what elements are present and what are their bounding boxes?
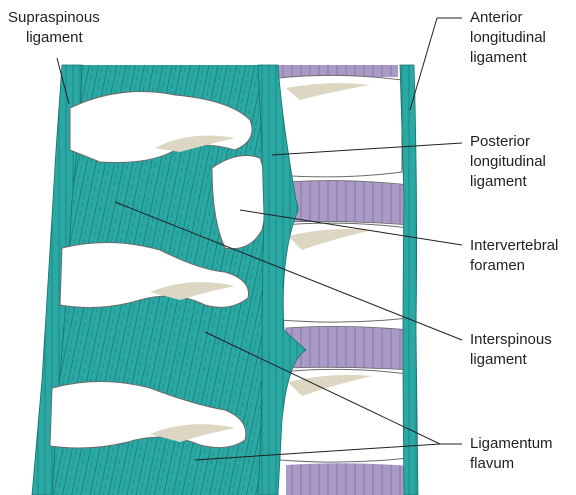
label-supraspinous-ligament: Supraspinous ligament (8, 8, 100, 48)
label-intervertebral-foramen: Intervertebral foramen (470, 236, 558, 276)
vertebral-column (278, 65, 410, 495)
label-interspinous-ligament: Interspinous ligament (470, 330, 552, 370)
disc-2 (286, 181, 410, 225)
label-interspinous-line1: Interspinous (470, 330, 552, 350)
label-ligamentum-flavum: Ligamentum flavum (470, 434, 553, 474)
label-posterior-longitudinal-ligament: Posterior longitudinal ligament (470, 132, 546, 192)
label-anterior-longitudinal-ligament: Anterior longitudinal ligament (470, 8, 546, 68)
disc-bottom (286, 463, 410, 495)
label-foramen-line1: Intervertebral (470, 236, 558, 256)
label-anterior-line2: longitudinal (470, 28, 546, 48)
leader-anterior-longitudinal-2 (410, 18, 437, 110)
label-interspinous-line2: ligament (470, 350, 552, 370)
label-supraspinous-line2: ligament (8, 28, 100, 48)
label-anterior-line1: Anterior (470, 8, 546, 28)
disc-3 (286, 326, 410, 370)
label-flavum-line1: Ligamentum (470, 434, 553, 454)
label-flavum-line2: flavum (470, 454, 553, 474)
label-supraspinous-line1: Supraspinous (8, 8, 100, 28)
label-posterior-line1: Posterior (470, 132, 546, 152)
label-anterior-line3: ligament (470, 48, 546, 68)
label-posterior-line2: longitudinal (470, 152, 546, 172)
pedicle-foramen-region (212, 156, 267, 249)
label-foramen-line2: foramen (470, 256, 558, 276)
label-posterior-line3: ligament (470, 172, 546, 192)
